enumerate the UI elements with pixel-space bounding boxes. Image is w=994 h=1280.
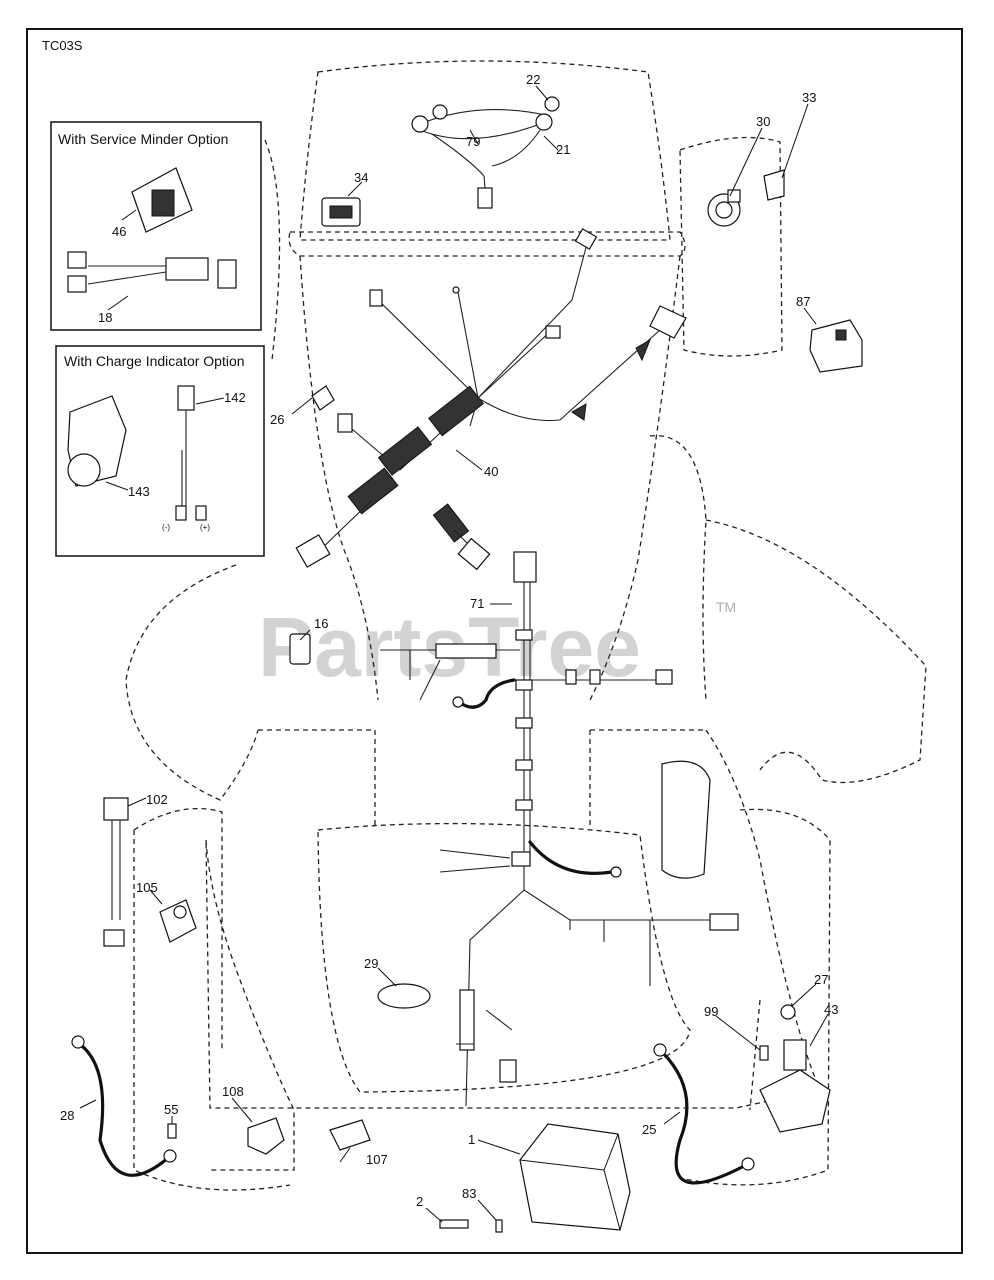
label-26: 26	[270, 412, 284, 427]
part-99-bolt	[759, 1045, 769, 1061]
part-33-key	[763, 169, 785, 201]
part-2-bolt	[439, 1219, 469, 1229]
label-22: 22	[526, 72, 540, 87]
part-labels: 22 79 21 34 30 33 87 26 40 16 71 102 105…	[60, 72, 838, 1209]
upper-harness	[295, 228, 687, 571]
label-46: 46	[112, 224, 126, 239]
part-28-cable	[80, 1044, 170, 1177]
label-83: 83	[462, 1186, 476, 1201]
watermark: PartsTree TM	[258, 599, 736, 694]
label-102: 102	[146, 792, 168, 807]
conduit	[377, 426, 433, 476]
label-29: 29	[364, 956, 378, 971]
inset-service-minder: With Service Minder Option	[50, 121, 262, 331]
harness-clip	[661, 760, 711, 879]
label-25: 25	[642, 1122, 656, 1137]
conduit	[347, 467, 399, 515]
part-27-nut	[780, 1004, 796, 1020]
part-105-switch	[159, 899, 197, 943]
svg-text:(+): (+)	[200, 523, 210, 532]
conduit	[432, 503, 470, 543]
label-2: 2	[416, 1194, 423, 1209]
svg-text:TM: TM	[716, 599, 736, 615]
label-28: 28	[60, 1108, 74, 1123]
part-30-ignition-switch	[707, 189, 741, 227]
label-108: 108	[222, 1084, 244, 1099]
label-34: 34	[354, 170, 368, 185]
diagram-frame	[26, 28, 963, 1254]
part-29-clip	[377, 983, 431, 1009]
svg-text:(-): (-)	[162, 523, 170, 532]
label-87: 87	[796, 294, 810, 309]
part-1-battery	[519, 1123, 631, 1231]
label-79: 79	[466, 134, 480, 149]
label-99: 99	[704, 1004, 718, 1019]
label-21: 21	[556, 142, 570, 157]
label-71: 71	[470, 596, 484, 611]
label-33: 33	[802, 90, 816, 105]
label-105: 105	[136, 880, 158, 895]
label-142: 142	[224, 390, 246, 405]
part-55-bolt	[167, 1123, 177, 1139]
center-harness	[380, 551, 739, 1107]
svg-text:With Service Minder Option: With Service Minder Option	[58, 131, 228, 147]
diagram-code: TC03S	[42, 38, 83, 53]
inset-charge-indicator: With Charge Indicator Option (-) (+)	[55, 345, 265, 557]
part-83-nut	[495, 1219, 503, 1233]
label-55: 55	[164, 1102, 178, 1117]
part-26-fuse	[311, 385, 335, 411]
label-43: 43	[824, 1002, 838, 1017]
svg-text:With Charge Indicator Option: With Charge Indicator Option	[64, 353, 245, 369]
label-1: 1	[468, 1132, 475, 1147]
part-43-solenoid	[759, 1039, 831, 1133]
part-107-relay	[329, 1119, 371, 1151]
part-16-module	[289, 633, 311, 665]
label-40: 40	[484, 464, 498, 479]
part-108-switch	[247, 1117, 285, 1155]
label-30: 30	[756, 114, 770, 129]
label-18: 18	[98, 310, 112, 325]
label-27: 27	[814, 972, 828, 987]
part-87-relay	[809, 319, 863, 373]
conduit	[428, 385, 484, 437]
part-102-harness	[103, 797, 129, 947]
part-25-cable	[660, 1050, 746, 1185]
label-143: 143	[128, 484, 150, 499]
leader-lines	[79, 85, 829, 1223]
tractor-outline	[125, 60, 927, 1191]
label-107: 107	[366, 1152, 388, 1167]
label-16: 16	[314, 616, 328, 631]
headlight-harness	[411, 96, 560, 209]
